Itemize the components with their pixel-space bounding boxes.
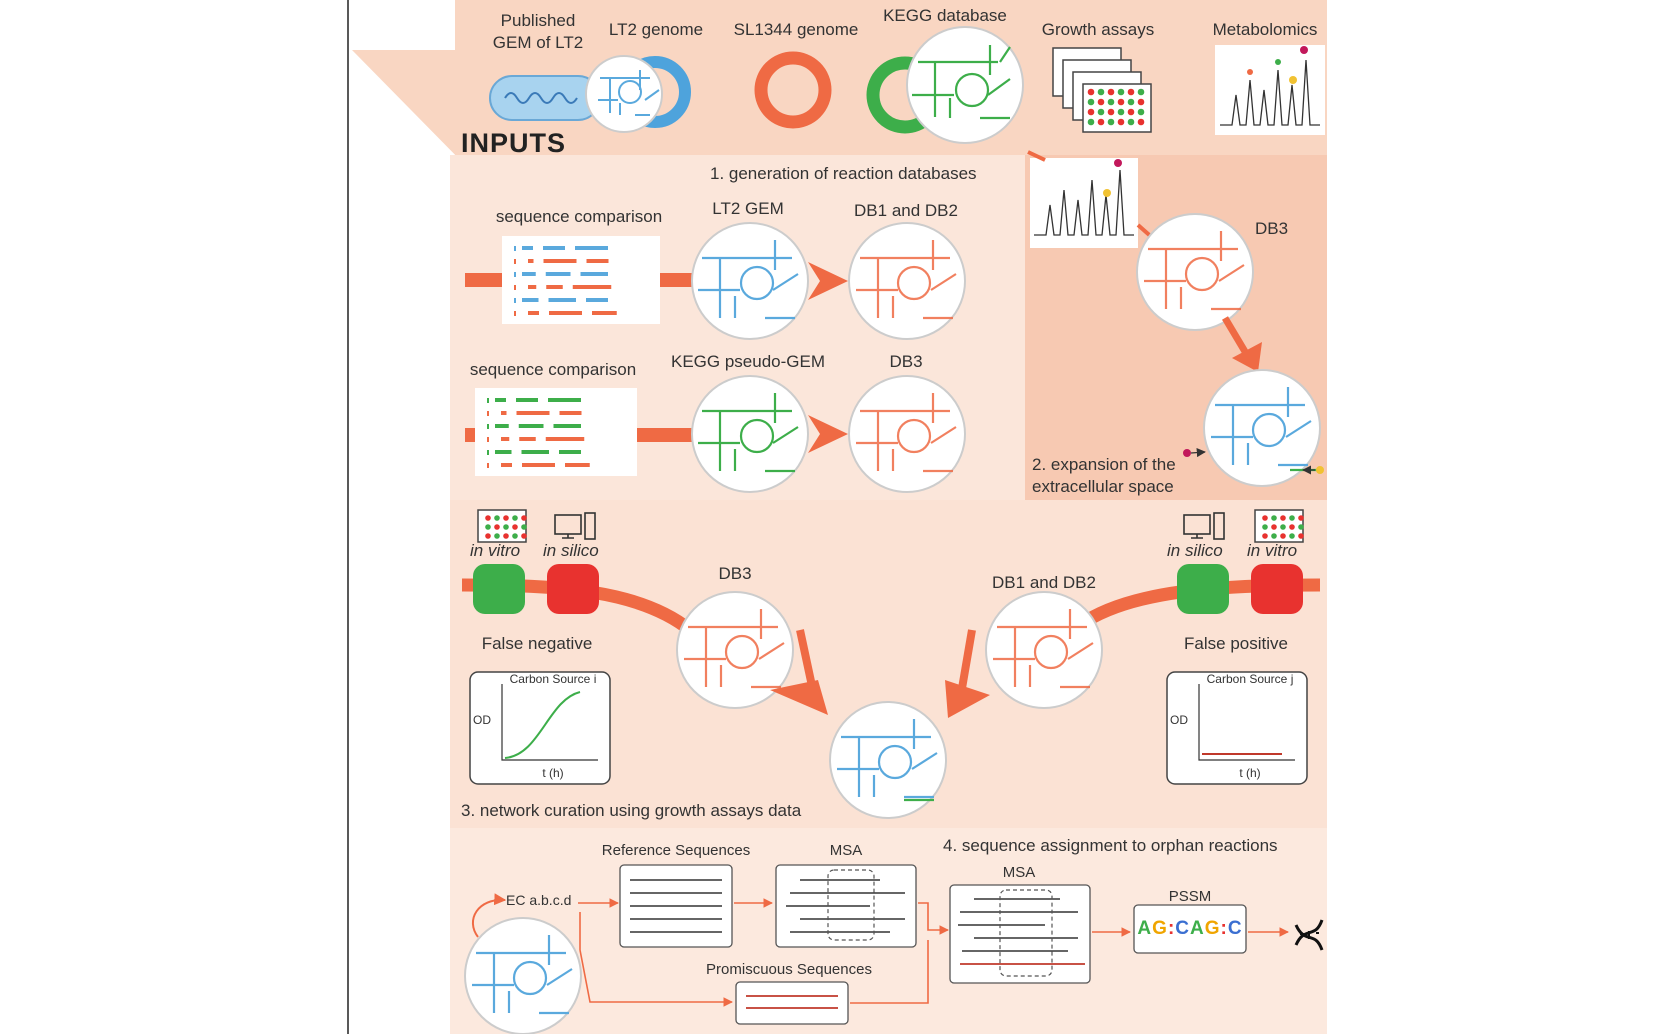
db3-label-step3: DB3	[718, 564, 752, 583]
sl1344-genome-icon	[754, 51, 832, 129]
growth-curve-left	[504, 691, 581, 759]
db3-label-step1: DB3	[889, 352, 923, 371]
in-silico-label-right: in silico	[1167, 541, 1223, 560]
reference-sequences-label: Reference Sequences	[601, 842, 751, 859]
msa-box-2	[949, 884, 1091, 984]
step2-title-line1: 2. expansion of the	[1032, 455, 1176, 474]
step3-title: 3. network curation using growth assays …	[461, 801, 802, 820]
growth-assay-plates-icon	[1052, 47, 1152, 133]
computer-icon-right	[1183, 512, 1225, 540]
ec-arrow-loop	[472, 893, 507, 938]
step1-title: 1. generation of reaction databases	[710, 164, 977, 183]
lt2-gem-network	[691, 222, 809, 340]
false-positive-label: False positive	[1184, 634, 1288, 653]
kegg-network-icon	[906, 26, 1024, 144]
db12-network	[848, 222, 966, 340]
db12-label-step3: DB1 and DB2	[992, 573, 1096, 592]
plot-xlabel-left: t (h)	[542, 766, 564, 780]
db3-network-step3	[676, 591, 794, 709]
published-gem-label: Published GEM of LT2	[492, 11, 584, 52]
metabolomics-label: Metabolomics	[1212, 20, 1318, 39]
inputs-title: INPUTS	[461, 128, 567, 158]
computer-icon-left	[554, 512, 596, 540]
plot-ylabel-right: OD	[1170, 713, 1188, 727]
metabolomics-spectrum-icon	[1215, 45, 1325, 135]
in-vitro-label-left: in vitro	[470, 541, 521, 560]
in-vitro-plate-icon-left	[477, 509, 527, 543]
in-vitro-right-indicator	[1251, 564, 1303, 614]
published-gem-network-icon	[585, 55, 663, 133]
kegg-pseudo-gem-network	[691, 375, 809, 493]
ec-label: EC a.b.c.d	[506, 892, 572, 908]
seq-compare-label-2: sequence comparison	[469, 360, 637, 379]
db3-label-step2: DB3	[1255, 219, 1289, 238]
false-negative-label: False negative	[481, 634, 593, 653]
in-silico-left-indicator	[547, 564, 599, 614]
metabolomics-spectrum-small	[1030, 158, 1138, 248]
in-silico-label-left: in silico	[543, 541, 599, 560]
arrow-lt2-to-db12	[808, 262, 848, 300]
db3-network-step2	[1136, 213, 1254, 331]
sl1344-genome-label: SL1344 genome	[733, 20, 859, 39]
db12-network-step3	[985, 591, 1103, 709]
msa-label-1: MSA	[829, 842, 863, 859]
arrow-kegg-to-db3	[808, 415, 848, 453]
plot-false-positive	[1166, 671, 1308, 785]
plot-ylabel-left: OD	[473, 713, 491, 727]
in-vitro-left-indicator	[473, 564, 525, 614]
promiscuous-sequences-box	[735, 981, 849, 1025]
dna-icon	[1294, 919, 1324, 951]
db12-label: DB1 and DB2	[854, 201, 958, 220]
msa-label-2: MSA	[1002, 864, 1036, 881]
lt2-genome-label: LT2 genome	[608, 20, 704, 39]
msa-box-1	[775, 864, 917, 948]
seq-compare-lines-1	[514, 246, 617, 316]
kegg-pseudo-gem-label: KEGG pseudo-GEM	[670, 352, 826, 371]
orphan-network	[464, 917, 582, 1034]
growth-assays-label: Growth assays	[1041, 20, 1155, 39]
kegg-database-label: KEGG database	[883, 6, 1007, 25]
seq-compare-label-1: sequence comparison	[495, 207, 663, 226]
in-silico-right-indicator	[1177, 564, 1229, 614]
reference-sequences-box	[619, 864, 733, 948]
db3-network-step1	[848, 375, 966, 493]
plot-xlabel-right: t (h)	[1239, 766, 1261, 780]
plot-title-right: Carbon Source j	[1206, 672, 1294, 686]
plot-false-negative	[469, 671, 611, 785]
in-vitro-plate-icon-right	[1254, 509, 1304, 543]
seq-compare-box-2	[475, 388, 637, 476]
pssm-motif: AG:CAG:C	[1137, 918, 1243, 939]
step2-title-line2: extracellular space	[1032, 477, 1174, 496]
in-vitro-label-right: in vitro	[1247, 541, 1298, 560]
curated-network	[829, 701, 947, 819]
expanded-network-step2	[1203, 369, 1321, 487]
promiscuous-sequences-label: Promiscuous Sequences	[706, 961, 872, 978]
bacterium-icon	[489, 75, 601, 121]
lt2-gem-label: LT2 GEM	[712, 199, 784, 218]
pssm-box	[1133, 904, 1247, 954]
step4-title: 4. sequence assignment to orphan reactio…	[943, 836, 1278, 855]
seq-compare-lines-2	[487, 398, 590, 468]
pssm-label: PSSM	[1168, 888, 1212, 905]
plot-title-left: Carbon Source i	[509, 672, 597, 686]
seq-compare-box-1	[502, 236, 660, 324]
